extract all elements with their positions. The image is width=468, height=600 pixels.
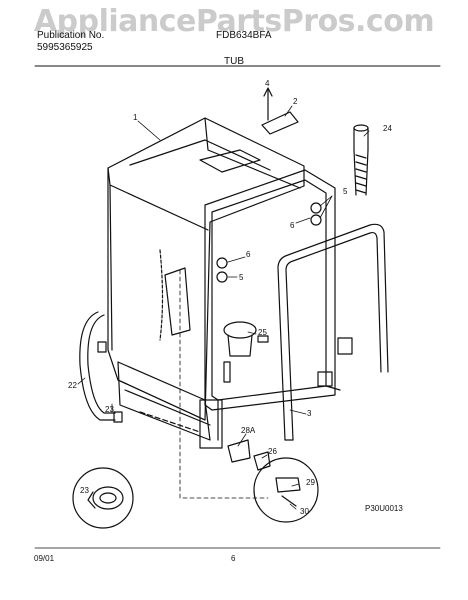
- footer-page-number: 6: [231, 554, 236, 563]
- callout-2: 2: [293, 97, 298, 106]
- callout-26: 26: [268, 447, 277, 456]
- callout-6-upper: 6: [290, 221, 295, 230]
- bracket: [261, 87, 299, 135]
- door-frame: [204, 169, 353, 441]
- detail-circle: [253, 457, 319, 523]
- detail-circle-left: [72, 467, 134, 529]
- tub-base: [117, 361, 223, 449]
- callout-28a: 28A: [241, 426, 256, 435]
- drain-hose: [79, 311, 123, 423]
- spring-part: [353, 124, 369, 196]
- model-number: FDB634BFA: [216, 30, 272, 41]
- seals: [216, 202, 322, 283]
- callout-24: 24: [383, 124, 392, 133]
- publication-label: Publication No.: [37, 30, 105, 41]
- callout-23-detail: 23: [80, 486, 89, 495]
- callout-30: 30: [300, 507, 309, 516]
- small-bracket: [227, 439, 271, 471]
- section-title: TUB: [224, 56, 244, 67]
- callout-22: 22: [68, 381, 77, 390]
- footer-date: 09/01: [34, 554, 55, 563]
- callout-1: 1: [133, 113, 138, 122]
- callout-29: 29: [306, 478, 315, 487]
- callout-5-lower: 5: [239, 273, 244, 282]
- callout-3: 3: [307, 409, 312, 418]
- door-gasket: [277, 223, 389, 441]
- publication-number: 5995365925: [37, 42, 93, 53]
- inlet-assembly: [223, 321, 269, 383]
- callout-6-lower: 6: [246, 250, 251, 259]
- watermark: AppliancePartsPros.com: [33, 4, 435, 39]
- callout-5-upper: 5: [343, 187, 348, 196]
- callout-4: 4: [265, 79, 270, 88]
- diagram-code: P30U0013: [365, 504, 403, 513]
- callout-23-upper: 23: [105, 405, 114, 414]
- tub-body: [107, 117, 305, 421]
- callout-25: 25: [258, 328, 267, 337]
- leader-lines: [77, 105, 370, 510]
